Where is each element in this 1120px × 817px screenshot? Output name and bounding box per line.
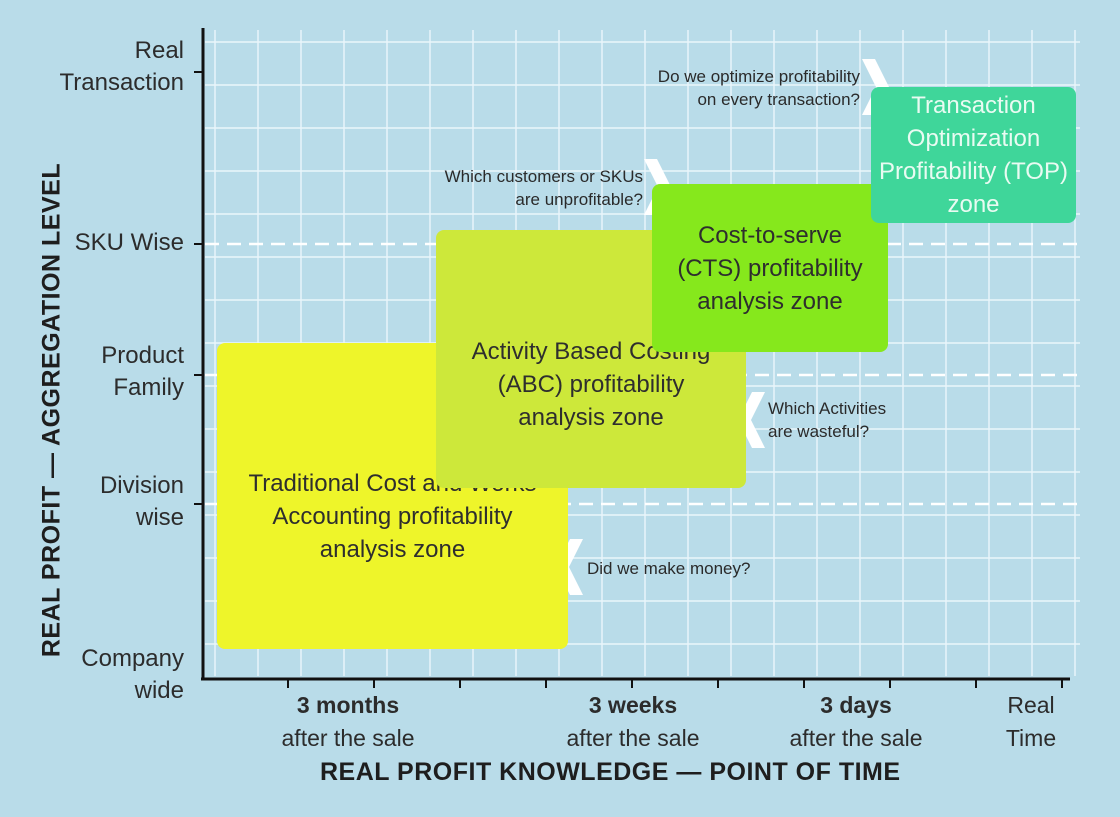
x-point-sub: after the sale (789, 725, 923, 751)
question-unprofitable-customers: Which customers or SKUs are unprofitable… (444, 167, 643, 209)
x-axis-title: REAL PROFIT KNOWLEDGE — POINT OF TIME (320, 758, 901, 786)
axis-ticks (194, 71, 1063, 688)
x-point-main: 3 weeks (588, 692, 678, 718)
x-point-3-months: 3 months after the sale (258, 689, 438, 755)
question-wasteful-activities: Which Activities are wasteful? (768, 399, 887, 441)
x-point-real-time: Real Time (941, 689, 1120, 755)
y-level-division-wise: Division wise (99, 472, 184, 531)
x-point-sub: Time (1005, 725, 1057, 751)
question-optimize-every-transaction: Do we optimize profitability on every tr… (657, 67, 860, 109)
x-point-main: 3 months (296, 692, 400, 718)
x-point-main: Real (1007, 692, 1055, 718)
x-point-sub: after the sale (281, 725, 415, 751)
x-point-3-days: 3 days after the sale (766, 689, 946, 755)
y-level-company-wide: Company wide (81, 645, 184, 704)
x-point-sub: after the sale (566, 725, 700, 751)
x-point-3-weeks: 3 weeks after the sale (543, 689, 723, 755)
zone-cost-to-serve: Cost-to-serve (CTS) profitability analys… (652, 184, 888, 352)
x-point-main: 3 days (820, 692, 892, 718)
y-level-product-family: Product Family (101, 342, 184, 401)
zone-transaction-optimization: Transaction Optimization Profitability (… (871, 87, 1076, 223)
y-level-real-transaction: Real Transaction (59, 37, 185, 96)
question-did-we-make-money: Did we make money? (587, 559, 751, 578)
y-level-sku-wise: SKU Wise (74, 229, 184, 256)
